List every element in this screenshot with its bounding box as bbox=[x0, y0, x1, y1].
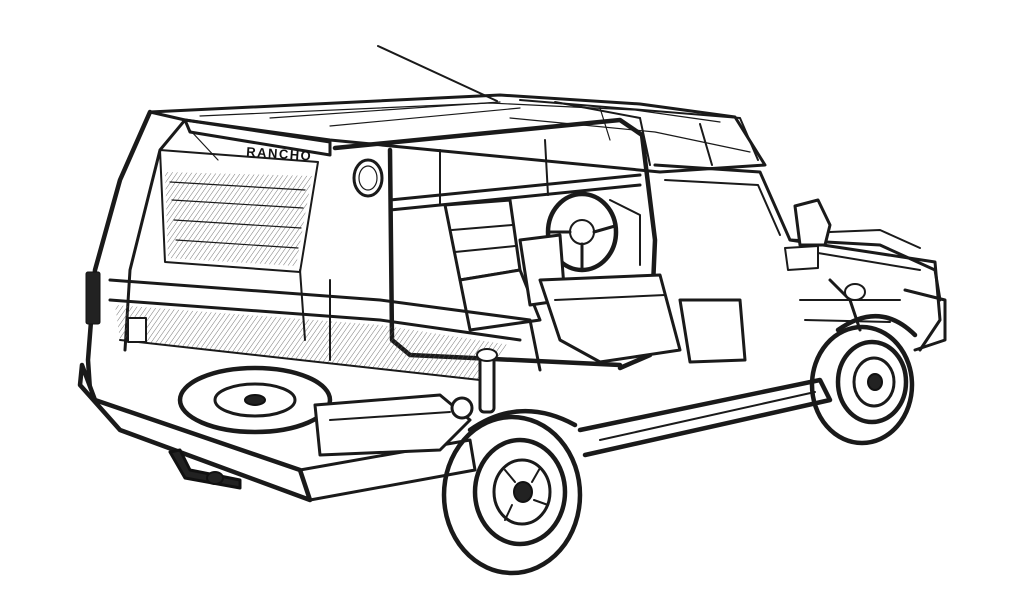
rear-bench bbox=[538, 273, 747, 364]
front-suspension bbox=[799, 278, 947, 352]
rear-shock bbox=[476, 348, 498, 414]
steering-wheel bbox=[545, 191, 641, 273]
tail-light bbox=[85, 271, 101, 325]
fuel-tank bbox=[313, 393, 474, 457]
front-body bbox=[653, 163, 942, 352]
roof-rack bbox=[519, 99, 759, 166]
front-seat bbox=[443, 198, 567, 332]
spare-wheel bbox=[177, 365, 333, 435]
rear-wheel bbox=[441, 408, 583, 576]
rear-bumper bbox=[77, 362, 477, 503]
porthole-window bbox=[352, 158, 384, 198]
antenna bbox=[377, 45, 498, 102]
wing-mirror bbox=[784, 198, 832, 271]
roof bbox=[148, 93, 767, 174]
rancho-badge: RANCHO bbox=[246, 144, 313, 164]
side-sill bbox=[577, 377, 833, 458]
rear-body bbox=[85, 109, 332, 393]
load-bay bbox=[108, 269, 542, 381]
front-wheel bbox=[809, 314, 918, 446]
